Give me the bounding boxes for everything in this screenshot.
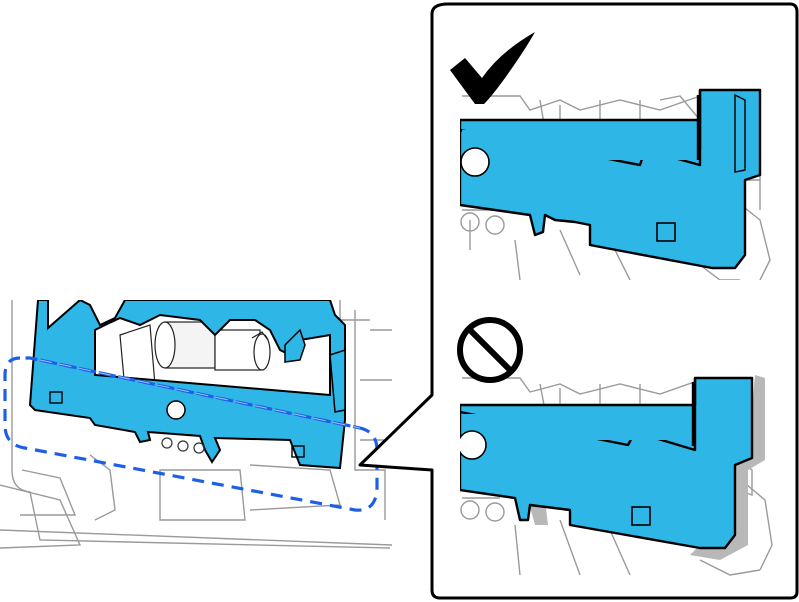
cover-hole-bottom [458, 431, 486, 459]
overview-illustration [0, 300, 392, 548]
cover-hole-top [461, 148, 489, 176]
sensor-circles [162, 438, 204, 453]
cover-hole [167, 401, 185, 419]
callout-panel [360, 4, 797, 598]
cover-inner [462, 130, 698, 160]
